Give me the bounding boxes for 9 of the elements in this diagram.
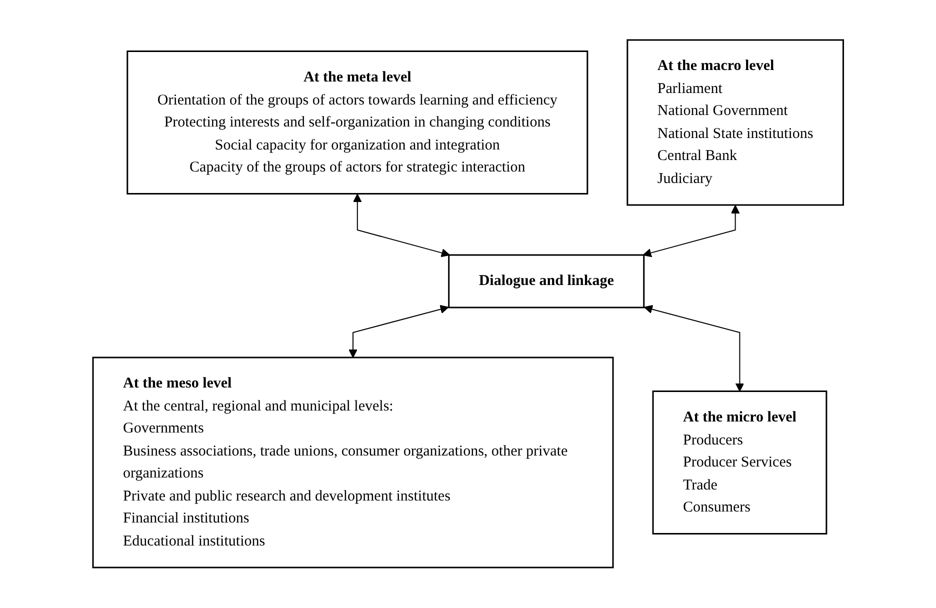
node-box: At the macro level Parliament National Government National State institutions Central Bank Judiciary (626, 40, 844, 206)
node-box: Dialogue and linkage (448, 254, 644, 308)
arrow (642, 205, 740, 258)
node-box: At the micro level Producers Producer Services Trade Consumers (652, 390, 828, 535)
node-box: At the meta level Orientation of the groups of actors towards learning and efficiency Protecting interests and self-organization in changing conditions Social capacity for organization and integration Capacity of the groups of actors for strategic interaction (126, 50, 588, 195)
node-box: At the meso level At the central, regional and municipal levels: Governments Business associations, trade unions, consumer organizations, other private organizations Private and public research and development institutes Financial institutions Educational institutions (92, 357, 614, 568)
arrow (352, 194, 450, 258)
arrow (348, 305, 449, 358)
arrow (644, 305, 744, 392)
